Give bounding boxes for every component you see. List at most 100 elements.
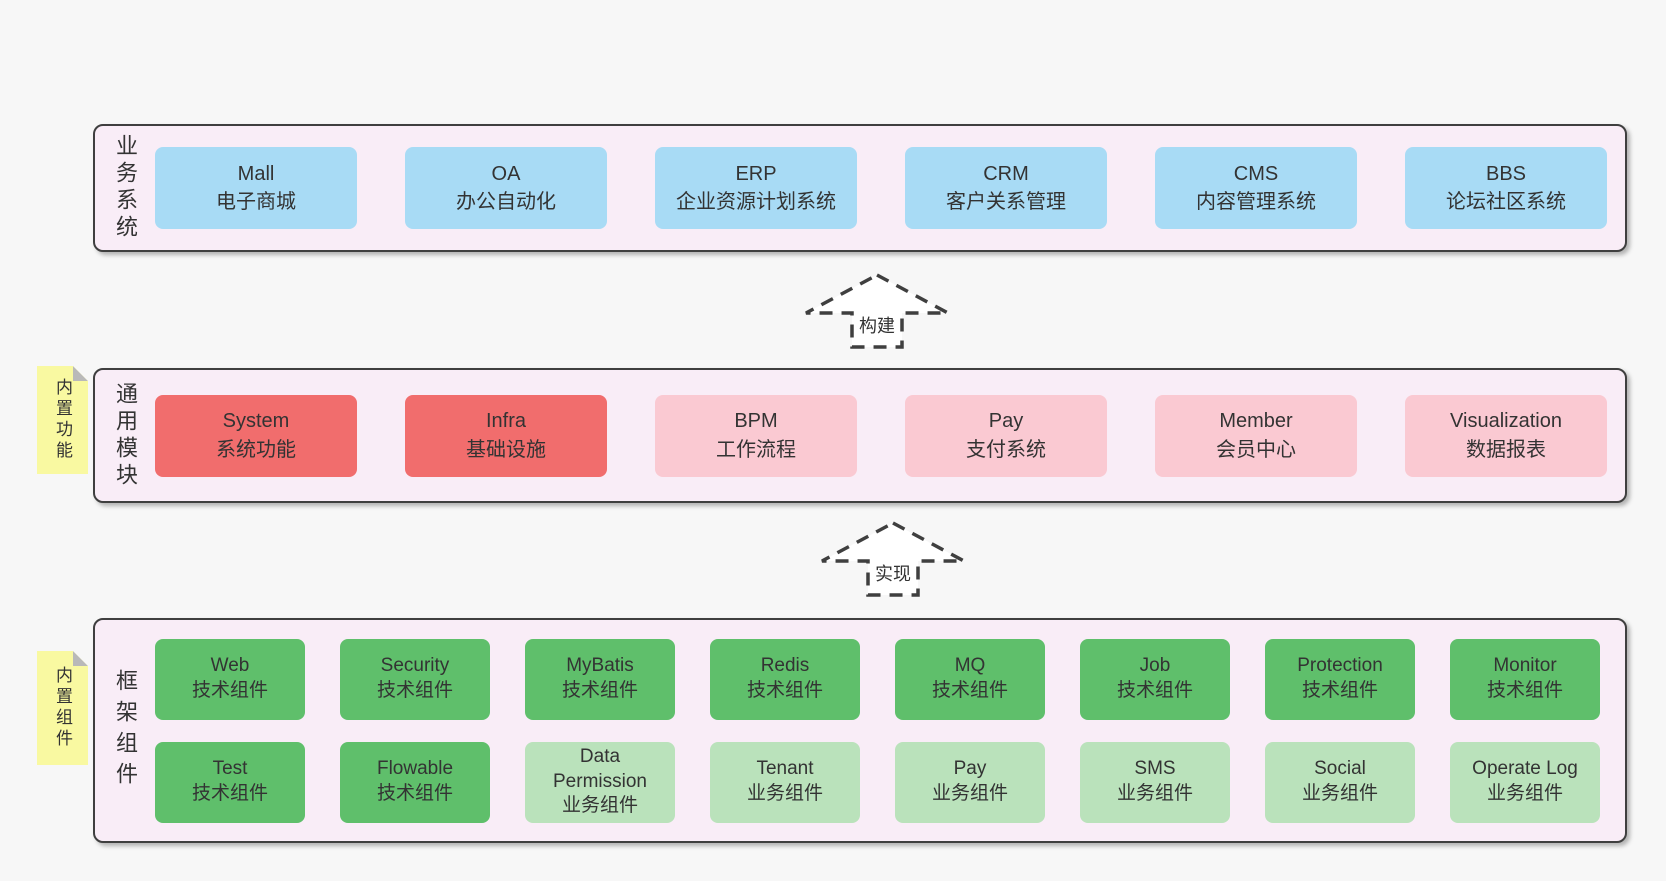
node-desc: 业务组件	[746, 783, 823, 804]
node-desc: 数据报表	[1466, 438, 1546, 461]
section-label-column: 框架组件	[95, 620, 155, 841]
node-bbs: BBS 论坛社区系统	[1405, 147, 1607, 229]
node-name: OA	[491, 162, 521, 185]
node-protection: Protection 技术组件	[1265, 638, 1415, 720]
node-name: System	[222, 410, 290, 433]
node-operate-log: Operate Log 业务组件	[1450, 741, 1600, 823]
node-desc: 技术组件	[1301, 680, 1378, 701]
node-name: Mall	[237, 162, 275, 185]
arrow-build: 构建	[802, 271, 952, 351]
node-flowable: Flowable 技术组件	[340, 741, 490, 823]
node-desc: 业务组件	[561, 795, 638, 817]
node-desc: 论坛社区系统	[1446, 191, 1566, 213]
framework-row-2: Test 技术组件 Flowable 技术组件 Data Permission …	[155, 741, 1625, 823]
node-name: Pay	[953, 758, 987, 780]
node-name: BBS	[1485, 162, 1527, 185]
section-label-column: 通用模块	[95, 370, 155, 501]
node-mall: Mall 电子商城	[155, 147, 357, 229]
node-sms: SMS 业务组件	[1080, 741, 1230, 823]
framework-rows: Web 技术组件 Security 技术组件 MyBatis 技术组件 Redi…	[155, 620, 1625, 841]
node-cms: CMS 内容管理系统	[1155, 147, 1357, 229]
node-desc: 技术组件	[376, 680, 453, 701]
node-oa: OA 办公自动化	[405, 147, 607, 229]
framework-row-1: Web 技术组件 Security 技术组件 MyBatis 技术组件 Redi…	[155, 638, 1625, 720]
node-infra: Infra 基础设施	[405, 394, 607, 477]
section-title: 框架组件	[113, 668, 138, 793]
node-desc: 企业资源计划系统	[676, 191, 836, 213]
node-name: Monitor	[1493, 655, 1557, 677]
node-name: CMS	[1233, 162, 1279, 185]
note-label: 内置功能	[53, 378, 72, 462]
node-desc: 业务组件	[931, 783, 1008, 804]
node-name: Job	[1139, 655, 1171, 677]
section-label-column: 业务系统	[95, 126, 155, 250]
node-name: Tenant	[756, 758, 814, 780]
node-name: Data Permission	[553, 745, 647, 792]
node-test: Test 技术组件	[155, 741, 305, 823]
node-job: Job 技术组件	[1080, 638, 1230, 720]
node-redis: Redis 技术组件	[710, 638, 860, 720]
node-web: Web 技术组件	[155, 638, 305, 720]
node-name: Web	[210, 655, 250, 677]
node-desc: 系统功能	[216, 438, 296, 461]
node-erp: ERP 企业资源计划系统	[655, 147, 857, 229]
node-name: Redis	[760, 655, 810, 677]
note-fold-icon	[73, 366, 88, 381]
note-built-in-features: 内置功能	[37, 366, 88, 474]
node-bpm: BPM 工作流程	[655, 394, 857, 477]
business-boxes: Mall 电子商城 OA 办公自动化 ERP 企业资源计划系统 CRM 客户关系…	[155, 126, 1625, 250]
node-desc: 技术组件	[561, 680, 638, 701]
node-desc: 客户关系管理	[946, 191, 1066, 213]
module-boxes: System 系统功能 Infra 基础设施 BPM 工作流程 Pay 支付系统…	[155, 370, 1625, 501]
node-desc: 工作流程	[716, 438, 796, 461]
node-desc: 电子商城	[216, 191, 296, 213]
node-desc: 办公自动化	[456, 191, 556, 213]
node-desc: 技术组件	[1116, 680, 1193, 701]
arrow-label: 实现	[872, 559, 914, 587]
node-desc: 会员中心	[1216, 438, 1296, 461]
node-name: Infra	[485, 410, 527, 433]
node-desc: 技术组件	[1486, 680, 1563, 701]
node-pay: Pay 支付系统	[905, 394, 1107, 477]
node-name: SMS	[1134, 758, 1176, 780]
arrow-label: 构建	[856, 311, 898, 339]
node-desc: 技术组件	[376, 783, 453, 804]
section-framework-components: 框架组件 Web 技术组件 Security 技术组件 MyBatis 技术组件…	[93, 618, 1627, 843]
node-name: Protection	[1297, 655, 1383, 677]
node-desc: 基础设施	[466, 438, 546, 461]
node-name: Security	[380, 655, 450, 677]
section-title: 通用模块	[113, 381, 138, 490]
note-label: 内置组件	[53, 666, 72, 750]
node-name: Member	[1219, 410, 1293, 433]
node-mybatis: MyBatis 技术组件	[525, 638, 675, 720]
node-name: Test	[212, 758, 248, 780]
section-business-systems: 业务系统 Mall 电子商城 OA 办公自动化 ERP 企业资源计划系统 CRM…	[93, 124, 1627, 252]
node-mq: MQ 技术组件	[895, 638, 1045, 720]
node-data-permission: Data Permission 业务组件	[525, 741, 675, 823]
node-name: MyBatis	[566, 655, 634, 677]
node-name: MQ	[954, 655, 986, 677]
node-name: Flowable	[376, 758, 454, 780]
node-desc: 技术组件	[191, 680, 268, 701]
node-tenant: Tenant 业务组件	[710, 741, 860, 823]
node-visualization: Visualization 数据报表	[1405, 394, 1607, 477]
node-name: BPM	[734, 410, 778, 433]
node-monitor: Monitor 技术组件	[1450, 638, 1600, 720]
node-system: System 系统功能	[155, 394, 357, 477]
node-desc: 内容管理系统	[1196, 191, 1316, 213]
section-common-modules: 通用模块 System 系统功能 Infra 基础设施 BPM 工作流程 Pay…	[93, 368, 1627, 503]
node-name: CRM	[983, 162, 1029, 185]
section-title: 业务系统	[113, 134, 138, 242]
node-desc: 技术组件	[931, 680, 1008, 701]
node-desc: 业务组件	[1486, 783, 1563, 804]
note-fold-icon	[73, 651, 88, 666]
note-built-in-components: 内置组件	[37, 651, 88, 765]
node-name: Visualization	[1450, 410, 1562, 433]
node-name: Social	[1314, 758, 1366, 780]
node-desc: 技术组件	[746, 680, 823, 701]
node-desc: 技术组件	[191, 783, 268, 804]
node-name: Operate Log	[1472, 758, 1578, 780]
node-member: Member 会员中心	[1155, 394, 1357, 477]
node-crm: CRM 客户关系管理	[905, 147, 1107, 229]
